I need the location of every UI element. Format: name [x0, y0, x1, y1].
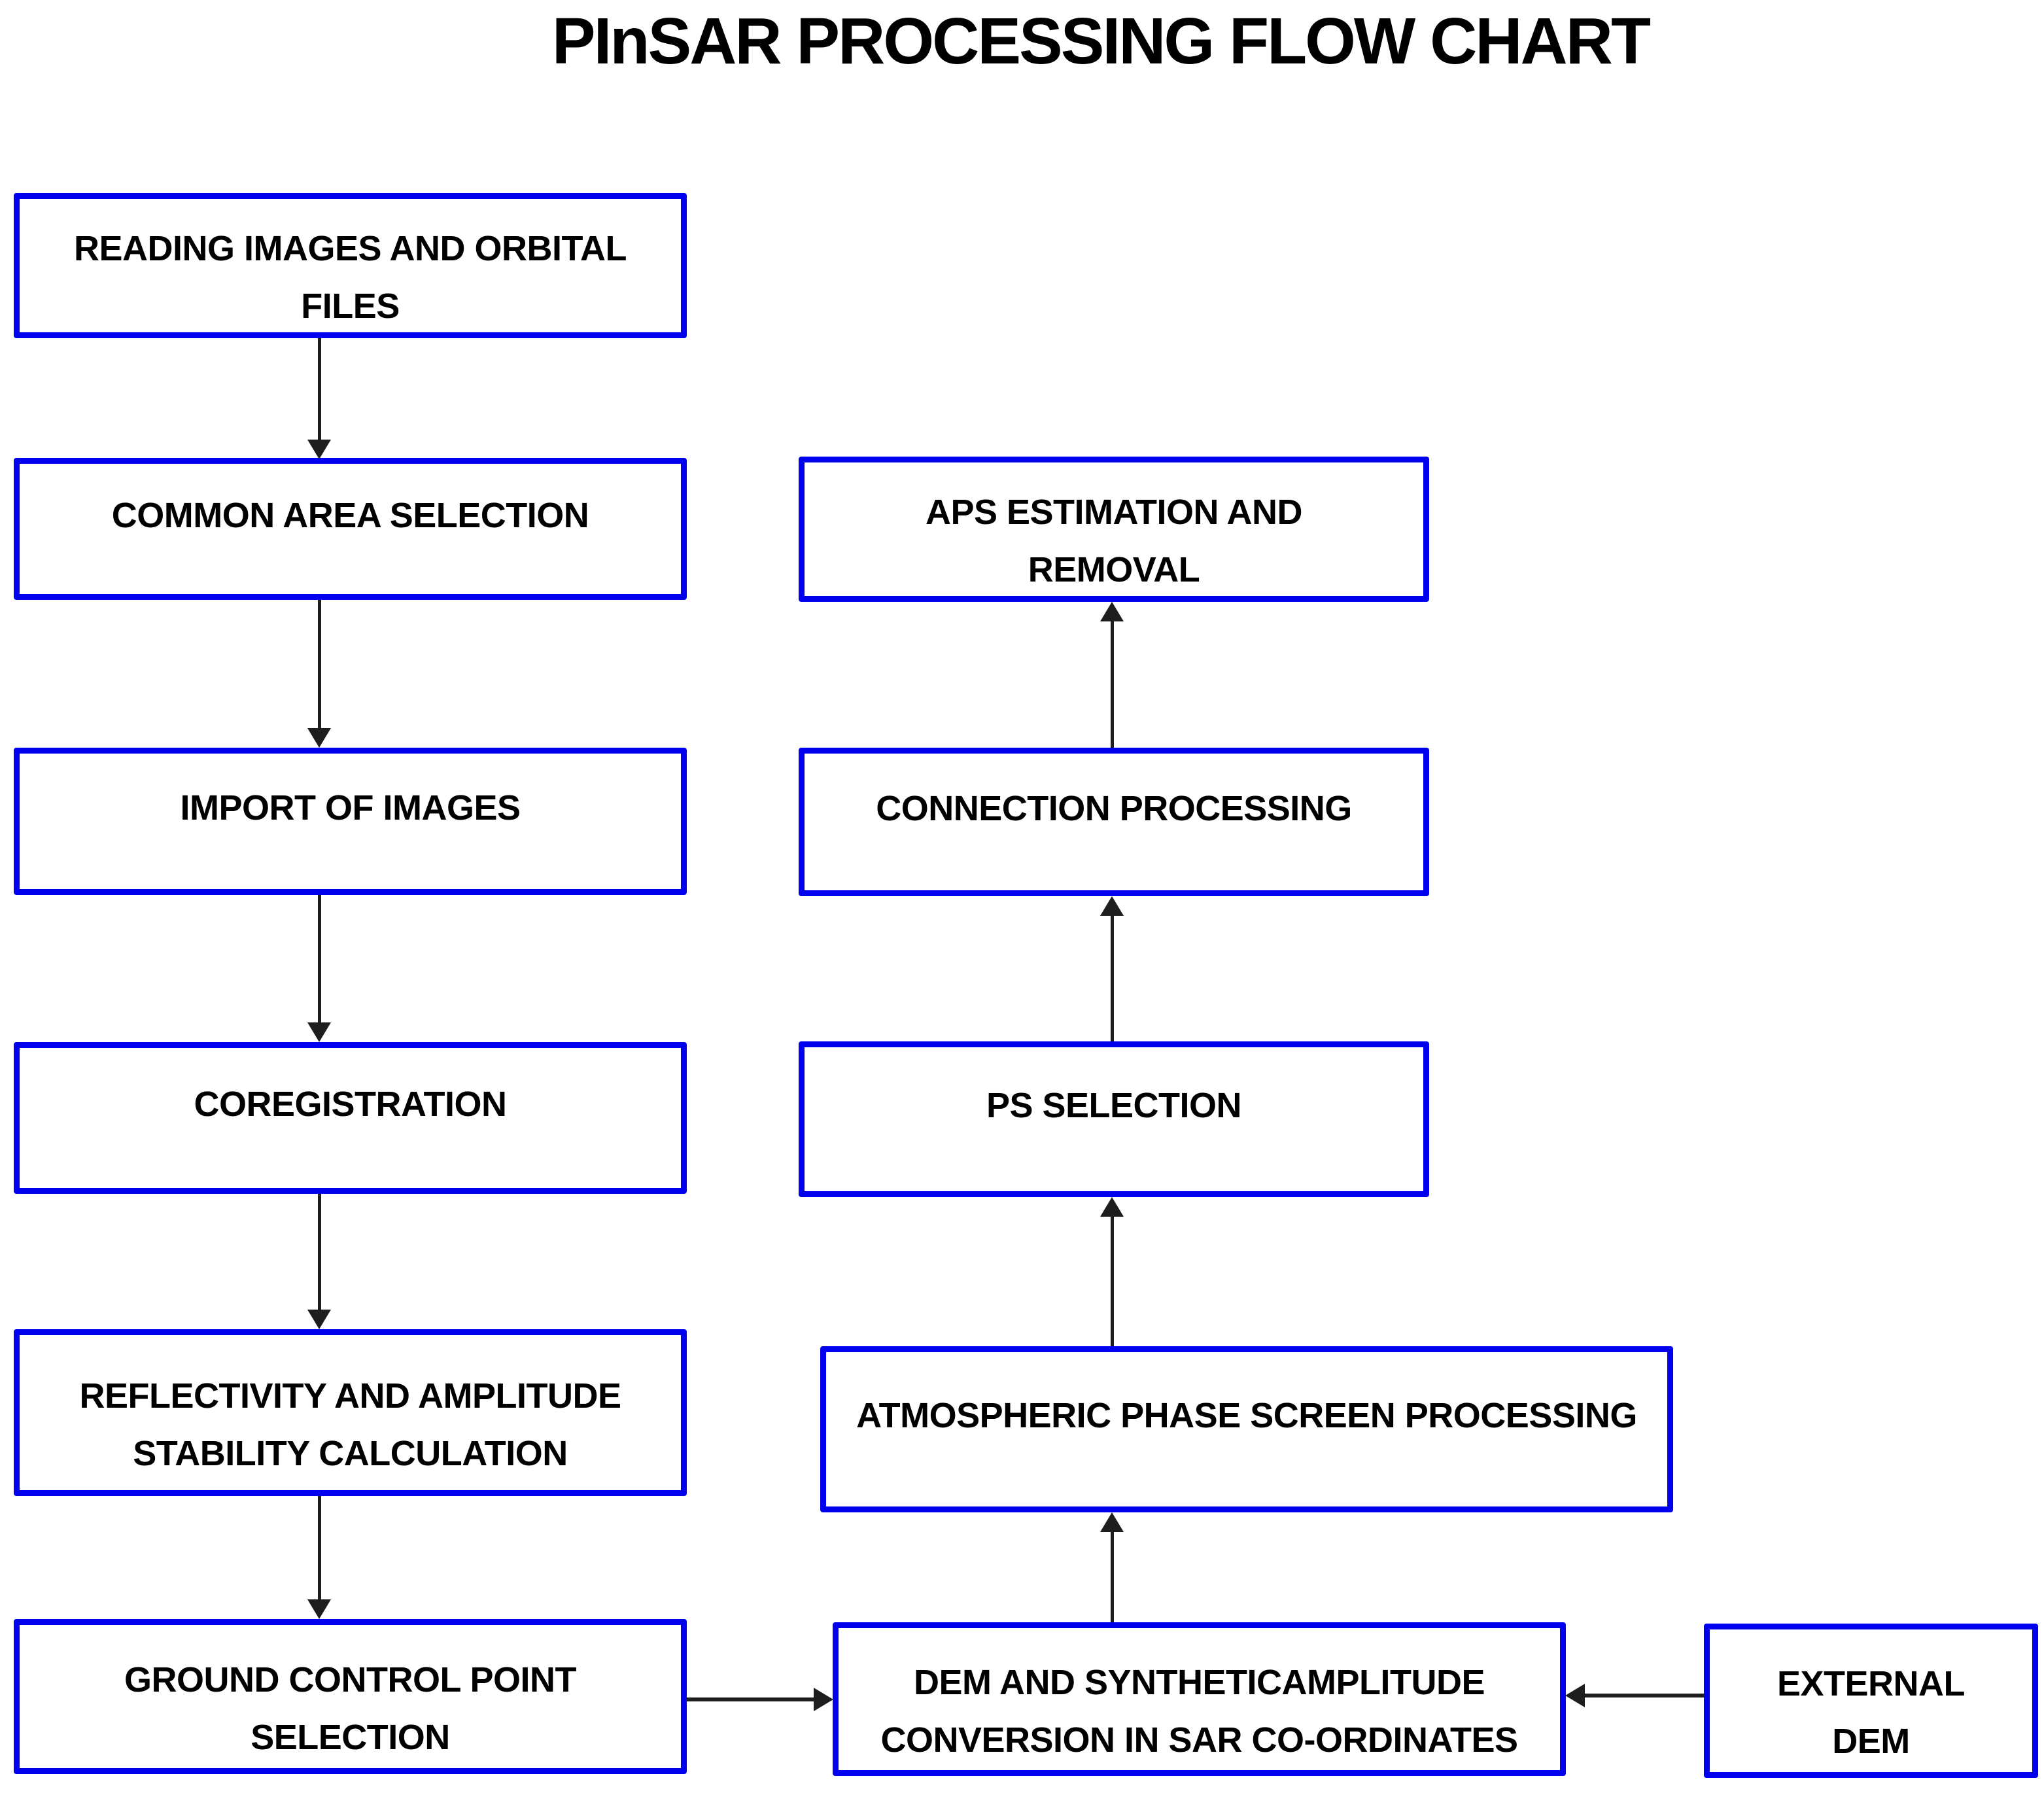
node-label-line: STABILITY CALCULATION	[133, 1433, 568, 1473]
node-label-line: PS SELECTION	[986, 1086, 1242, 1125]
node-label-line: CONNECTION PROCESSING	[876, 788, 1352, 828]
node-ps-selection: PS SELECTION	[799, 1041, 1429, 1197]
node-label-line: APS ESTIMATION AND	[925, 493, 1303, 532]
node-label-line: READING IMAGES AND ORBITAL	[74, 229, 627, 268]
node-atmospheric-phase-screen-processing: ATMOSPHERIC PHASE SCREEN PROCESSING	[820, 1346, 1673, 1512]
node-coregistration: COREGISTRATION	[14, 1042, 687, 1194]
node-label-line: ATMOSPHERIC PHASE SCREEN PROCESSING	[856, 1396, 1637, 1435]
node-label-line: SELECTION	[251, 1717, 450, 1757]
node-label-line: DEM	[1832, 1722, 1910, 1761]
node-aps-estimation-and-removal: APS ESTIMATION AND REMOVAL	[799, 457, 1429, 602]
node-label-line: REFLECTIVITY AND AMPLITUDE	[79, 1376, 621, 1416]
node-reflectivity-amplitude-stability: REFLECTIVITY AND AMPLITUDE STABILITY CAL…	[14, 1329, 687, 1496]
node-dem-synthetic-amplitude-conversion: DEM AND SYNTHETICAMPLITUDE CONVERSION IN…	[833, 1622, 1566, 1776]
node-common-area-selection: COMMON AREA SELECTION	[14, 458, 687, 600]
node-label-line: IMPORT OF IMAGES	[180, 788, 521, 827]
node-label-line: REMOVAL	[1028, 550, 1200, 589]
node-label-line: COREGISTRATION	[194, 1085, 508, 1124]
node-ground-control-point-selection: GROUND CONTROL POINT SELECTION	[14, 1619, 687, 1774]
node-label-line: FILES	[301, 287, 400, 326]
node-import-of-images: IMPORT OF IMAGES	[14, 748, 687, 895]
node-connection-processing: CONNECTION PROCESSING	[799, 748, 1429, 896]
node-label-line: GROUND CONTROL POINT	[124, 1660, 577, 1699]
node-label-line: COMMON AREA SELECTION	[111, 495, 589, 535]
node-label-line: DEM AND SYNTHETICAMPLITUDE	[914, 1662, 1485, 1702]
node-reading-images-and-orbital-files: READING IMAGES AND ORBITAL FILES	[14, 193, 687, 338]
node-label-line: CONVERSION IN SAR CO-ORDINATES	[880, 1720, 1518, 1760]
page-title: PInSAR PROCESSING FLOW CHART	[551, 5, 1651, 78]
node-external-dem: EXTERNAL DEM	[1704, 1624, 2038, 1778]
node-label-line: EXTERNAL	[1776, 1664, 1966, 1703]
